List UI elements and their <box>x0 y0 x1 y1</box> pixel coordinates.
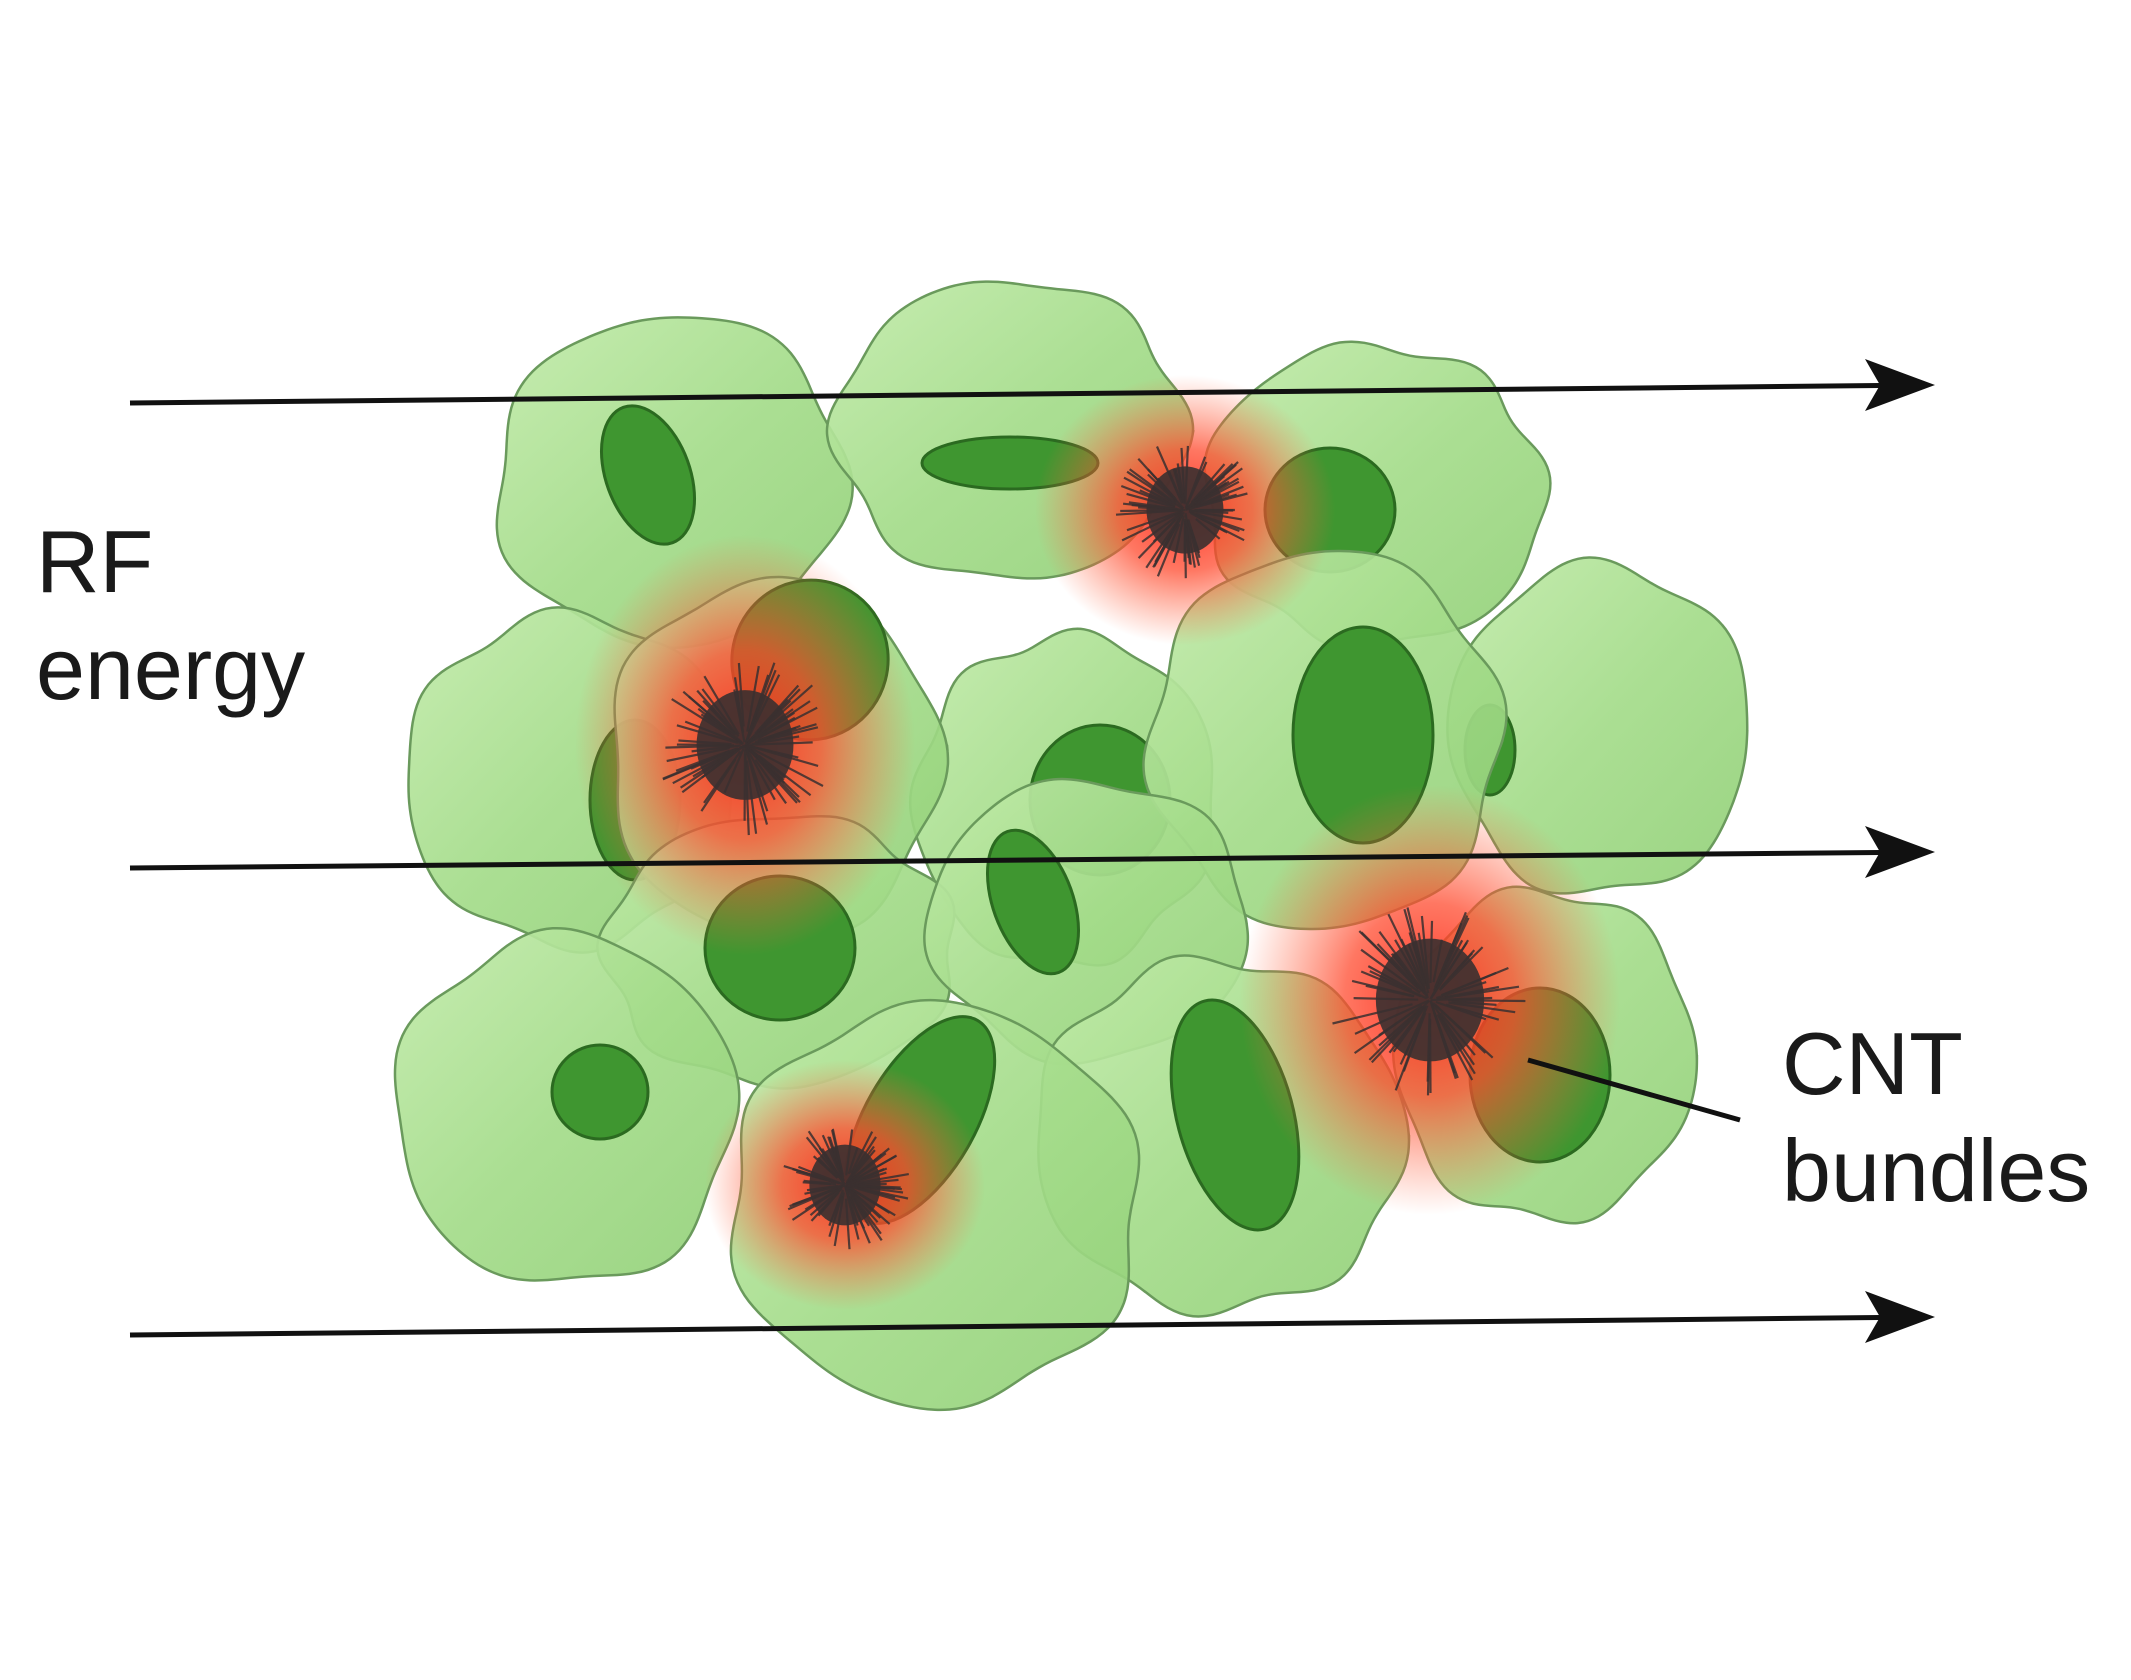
cnt-bundle <box>662 662 824 836</box>
cnt-bundle-hotspot <box>1240 785 1620 1215</box>
rf-label-line1: RF <box>36 512 154 611</box>
cell-nucleus <box>599 404 697 546</box>
arrow-layer <box>129 359 1935 1343</box>
rf-energy-arrow <box>129 1291 1935 1343</box>
rf-label-line2: energy <box>36 619 306 719</box>
cnt-bundle-hotspot <box>1035 375 1335 645</box>
rf-energy-arrow <box>129 359 1935 411</box>
cnt-bundle <box>1115 445 1248 579</box>
rf-energy-label: RF energy <box>36 508 305 723</box>
cnt-bundle-hotspot <box>705 1060 985 1310</box>
tumor-cell <box>393 926 741 1282</box>
arrow-head <box>1865 1291 1935 1343</box>
rf-energy-arrow <box>129 826 1935 878</box>
cell-nucleus <box>985 828 1081 976</box>
cnt-label-line1: CNT <box>1782 1014 1963 1113</box>
cnt-bundle <box>783 1128 909 1250</box>
arrow-head <box>1865 359 1935 411</box>
cnt-leader-line <box>1527 1057 1741 1123</box>
arrow-head <box>1865 826 1935 878</box>
cnt-label-line2: bundles <box>1782 1121 2091 1221</box>
cnt-bundle-hotspot <box>575 535 915 955</box>
cnt-bundles-label: CNT bundles <box>1782 1010 2090 1225</box>
heat-layer <box>575 375 1620 1310</box>
cnt-bundle <box>1332 907 1526 1096</box>
cell-nucleus <box>550 1043 650 1141</box>
